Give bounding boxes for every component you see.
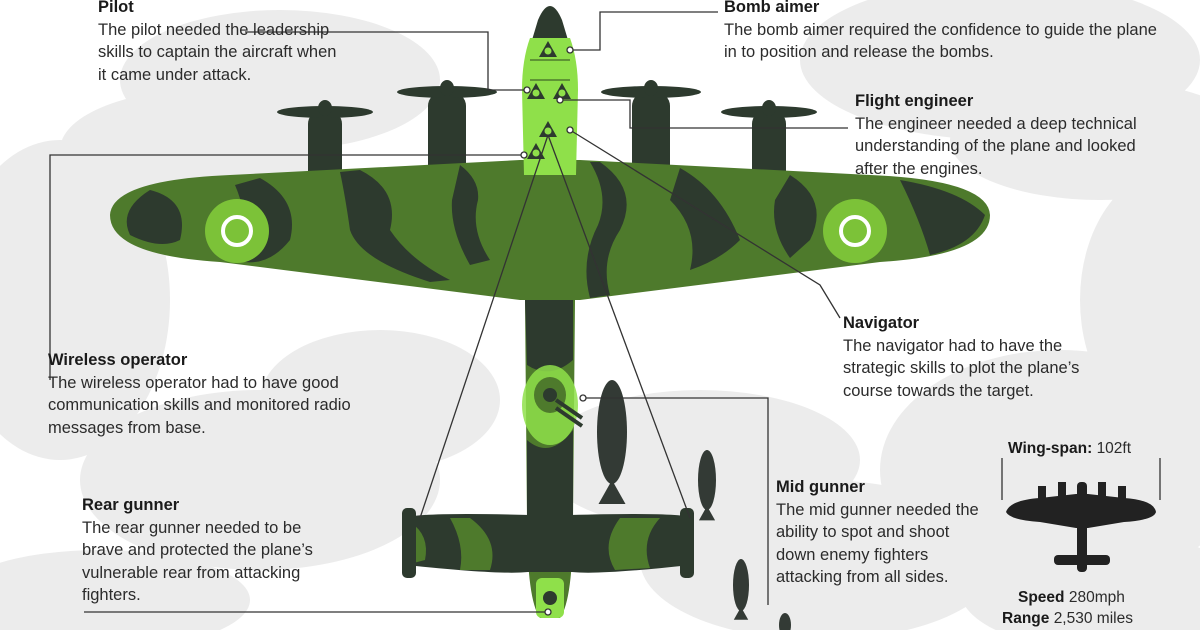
desc-wireless-operator: The wireless operator had to have good c… bbox=[48, 373, 351, 437]
wingspan-spec: Wing-span: 102ft bbox=[1008, 440, 1131, 458]
callout-navigator: Navigator The navigator had to have the … bbox=[843, 312, 1113, 402]
speed-label: Speed bbox=[1018, 589, 1065, 606]
roundel bbox=[823, 199, 887, 263]
desc-navigator: The navigator had to have the strategic … bbox=[843, 336, 1080, 400]
crew-seat-icon bbox=[539, 121, 557, 137]
desc-mid-gunner: The mid gunner needed the ability to spo… bbox=[776, 500, 979, 587]
role-mid-gunner: Mid gunner bbox=[776, 478, 865, 496]
bomb-icon bbox=[597, 380, 627, 504]
desc-rear-gunner: The rear gunner needed to be brave and p… bbox=[82, 518, 313, 605]
wingspan-silhouette bbox=[1001, 458, 1161, 572]
range-value: 2,530 miles bbox=[1053, 610, 1133, 627]
bomb-icon bbox=[779, 613, 791, 630]
desc-flight-engineer: The engineer needed a deep technical und… bbox=[855, 114, 1137, 178]
bomb-icon bbox=[698, 450, 716, 521]
roundel bbox=[205, 199, 269, 263]
tailplane bbox=[402, 508, 694, 578]
wingspan-value: 102ft bbox=[1096, 440, 1132, 457]
leader-lines bbox=[49, 11, 848, 613]
desc-bomb-aimer: The bomb aimer required the confidence t… bbox=[724, 20, 1157, 62]
crew-compartment bbox=[522, 38, 578, 175]
role-navigator: Navigator bbox=[843, 314, 920, 332]
role-pilot: Pilot bbox=[98, 0, 134, 16]
role-rear-gunner: Rear gunner bbox=[82, 496, 180, 514]
callout-pilot: Pilot The pilot needed the leadership sk… bbox=[98, 0, 348, 86]
range-spec: Range 2,530 miles bbox=[1002, 610, 1133, 628]
speed-spec: Speed 280mph bbox=[1018, 589, 1125, 607]
callout-rear-gunner: Rear gunner The rear gunner needed to be… bbox=[82, 494, 332, 607]
mid-upper-turret bbox=[522, 365, 584, 445]
crew-seat-icon bbox=[539, 41, 557, 57]
callout-wireless-operator: Wireless operator The wireless operator … bbox=[48, 349, 358, 439]
callout-mid-gunner: Mid gunner The mid gunner needed the abi… bbox=[776, 476, 986, 589]
rear-turret bbox=[536, 578, 564, 618]
role-wireless-operator: Wireless operator bbox=[48, 351, 188, 369]
crew-seats bbox=[527, 41, 571, 159]
wingspan-label: Wing-span: bbox=[1008, 440, 1093, 457]
range-label: Range bbox=[1002, 610, 1050, 627]
callout-flight-engineer: Flight engineer The engineer needed a de… bbox=[855, 90, 1160, 180]
crew-seat-icon bbox=[553, 83, 571, 99]
crew-seat-icon bbox=[527, 83, 545, 99]
crew-seat-icon bbox=[527, 143, 545, 159]
bomb-icon bbox=[733, 559, 749, 620]
role-bomb-aimer: Bomb aimer bbox=[724, 0, 820, 16]
speed-value: 280mph bbox=[1068, 589, 1125, 606]
role-flight-engineer: Flight engineer bbox=[855, 92, 974, 110]
leader-endpoints bbox=[520, 46, 587, 616]
callout-bomb-aimer: Bomb aimer The bomb aimer required the c… bbox=[724, 0, 1164, 64]
desc-pilot: The pilot needed the leadership skills t… bbox=[98, 20, 337, 84]
falling-bombs bbox=[597, 380, 791, 630]
